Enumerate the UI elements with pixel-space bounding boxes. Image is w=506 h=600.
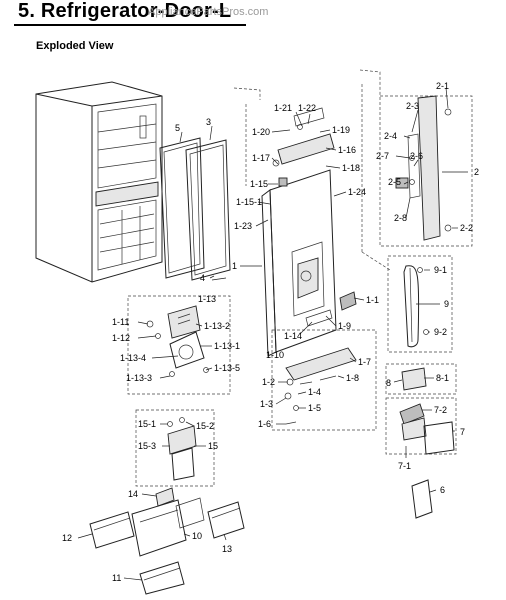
door-gasket-3 xyxy=(185,139,231,281)
door-assembly xyxy=(261,169,337,357)
callout: 1-15-1 xyxy=(236,197,262,207)
callout: 8 xyxy=(386,378,391,388)
door-handle-9 xyxy=(387,255,453,353)
chute-assembly-15 xyxy=(135,409,215,487)
callout-labels: 5 3 1-21 1-22 1-20 1-19 1-17 1-16 1-18 1… xyxy=(62,81,479,583)
callout: 12 xyxy=(62,533,72,543)
callout: 1-14 xyxy=(284,331,302,341)
part-14 xyxy=(155,487,175,507)
hinge-block-1-15 xyxy=(278,177,288,187)
callout: 15 xyxy=(208,441,218,451)
refrigerator-cabinet xyxy=(35,81,163,283)
callout: 1-6 xyxy=(258,419,271,429)
title-underline xyxy=(14,24,246,26)
callout: 9 xyxy=(444,299,449,309)
callout: 1-1 xyxy=(366,295,379,305)
callout: 1-15 xyxy=(250,179,268,189)
callout: 3 xyxy=(206,117,211,127)
callout: 6 xyxy=(440,485,445,495)
callout: 1-13-3 xyxy=(126,373,152,383)
callout: 15-2 xyxy=(196,421,214,431)
callout: 1-8 xyxy=(346,373,359,383)
callout: 1-13-2 xyxy=(204,321,230,331)
bin-10 xyxy=(131,497,205,557)
bin-13 xyxy=(207,501,245,539)
leader-lines xyxy=(77,87,468,581)
callout: 2 xyxy=(474,167,479,177)
callout: 1 xyxy=(232,261,237,271)
callout: 1-11 xyxy=(112,317,129,327)
dispenser-panel-1-7 xyxy=(285,347,357,381)
callout: 1-13-4 xyxy=(120,353,146,363)
part-6 xyxy=(411,479,433,519)
callout: 11 xyxy=(112,573,121,583)
ice-maker-assembly-7 xyxy=(385,397,457,455)
callout: 1-22 xyxy=(298,103,316,113)
callout: 1-12 xyxy=(112,333,130,343)
callout: 9-2 xyxy=(434,327,447,337)
callout: 2-8 xyxy=(394,213,407,223)
callout: 2-5 xyxy=(388,177,401,187)
callout: 1-24 xyxy=(348,187,366,197)
dispenser-subassembly-1-13 xyxy=(127,295,231,395)
callout: 2-1 xyxy=(436,81,449,91)
callout: 15-1 xyxy=(138,419,156,429)
callout: 1-5 xyxy=(308,403,321,413)
callout: 10 xyxy=(192,531,202,541)
callout: 1-21 xyxy=(274,103,292,113)
callout: 14 xyxy=(128,489,138,499)
callout: 1-23 xyxy=(234,221,252,231)
top-cap-1-16 xyxy=(277,133,335,165)
callout: 1-7 xyxy=(358,357,371,367)
door-gasket-5 xyxy=(159,137,205,279)
callout: 1-19 xyxy=(332,125,350,135)
page-title: 5. Refrigerator-Door-L xyxy=(18,0,232,22)
callout: 2-4 xyxy=(384,131,397,141)
callout: 1-10 xyxy=(266,350,284,360)
bin-12 xyxy=(89,511,135,549)
dispenser-lever-group xyxy=(271,329,377,431)
callout: 1-4 xyxy=(308,387,321,397)
callout: 13 xyxy=(222,544,232,554)
callout: 1-18 xyxy=(342,163,360,173)
callout: 9-1 xyxy=(434,265,447,275)
callout: 1-13-5 xyxy=(214,363,240,373)
callout: 4 xyxy=(200,273,205,283)
callout: 1-3 xyxy=(260,399,273,409)
callout: 1-17 xyxy=(252,153,270,163)
callout: 1-2 xyxy=(262,377,275,387)
hinge-bracket-2 xyxy=(379,95,473,247)
section-subtitle: Exploded View xyxy=(36,40,114,52)
callout: 2-3 xyxy=(406,101,419,111)
callout: 1-16 xyxy=(338,145,356,155)
callout: 1-20 xyxy=(252,127,270,137)
callout: 1-9 xyxy=(338,321,351,331)
callout: 1-13 xyxy=(198,294,216,304)
callout: 7-2 xyxy=(434,405,447,415)
callout: 2-7 xyxy=(376,151,389,161)
callout: 8-1 xyxy=(436,373,449,383)
bin-11 xyxy=(139,561,185,595)
callout: 7 xyxy=(460,427,465,437)
callout: 15-3 xyxy=(138,441,156,451)
callout: 5 xyxy=(175,123,180,133)
callout: 7-1 xyxy=(398,461,411,471)
callout: 2-2 xyxy=(460,223,473,233)
watermark: AppliancePartsPros.com xyxy=(148,6,269,18)
callout: 1-13-1 xyxy=(214,341,240,351)
callout: 2-6 xyxy=(410,151,423,161)
ice-chute-8-1 xyxy=(401,367,427,391)
